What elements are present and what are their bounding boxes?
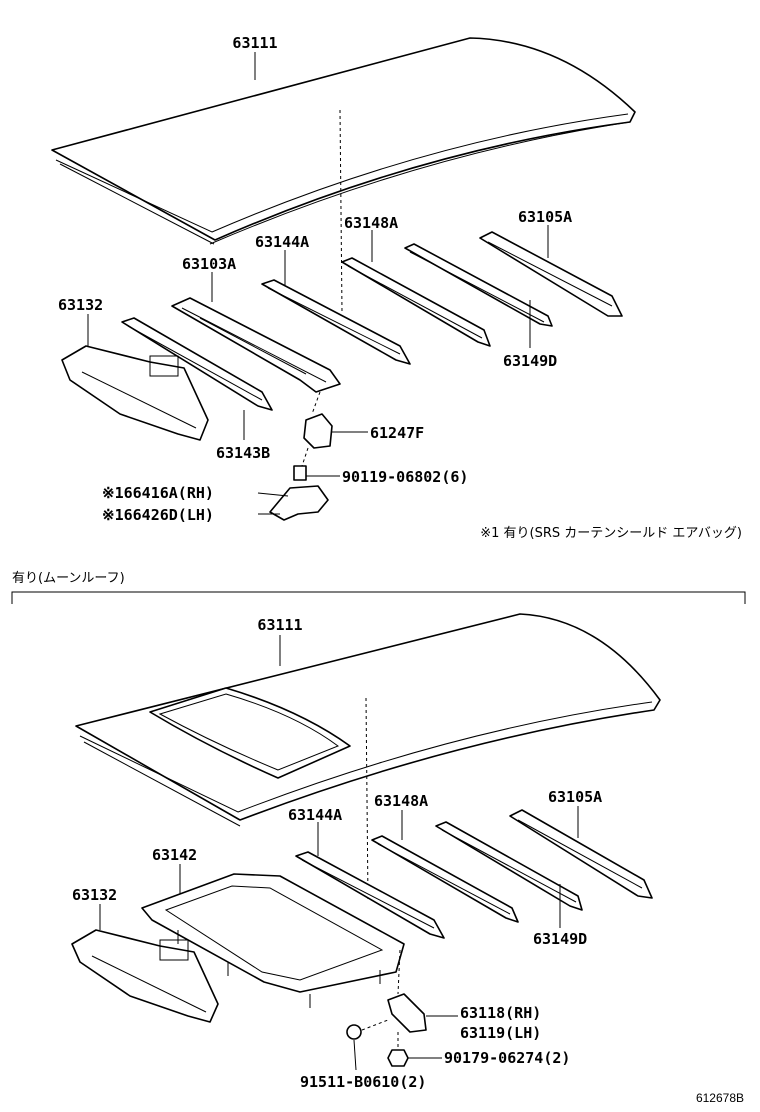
label-63118-lower: 63118(RH) <box>460 1004 541 1022</box>
label-63111-lower: 63111 <box>257 616 302 634</box>
section-title: 有り(ムーンルーフ) <box>12 571 125 586</box>
upper-bow-63149d <box>404 243 553 348</box>
label-63149d-upper: 63149D <box>503 352 557 370</box>
lower-roof-panel <box>75 613 661 827</box>
lower-diagram: 63111 63105A 63148A 63144A 63142 63132 6… <box>71 613 661 1091</box>
upper-roof-panel <box>51 37 636 245</box>
label-63103a-upper: 63103A <box>182 255 236 273</box>
upper-header-63103a <box>171 272 341 393</box>
upper-bow-63148a <box>341 230 491 347</box>
label-bracket-lh-upper: ※166426D(LH) <box>102 506 214 524</box>
label-63119-lower: 63119(LH) <box>460 1024 541 1042</box>
label-63105a-upper: 63105A <box>518 208 572 226</box>
upper-airbag-bracket <box>257 485 329 521</box>
lower-bracket-63132 <box>71 904 219 1023</box>
diagram-reference-number: 612678B <box>696 1091 744 1105</box>
footnote-airbag: ※1 有り(SRS カーテンシールド エアバッグ) <box>480 526 742 541</box>
label-bracket-rh-upper: ※166416A(RH) <box>102 484 214 502</box>
upper-bracket-63132 <box>61 314 209 441</box>
lower-bow-63149d <box>435 821 583 928</box>
label-63132-upper: 63132 <box>58 296 103 314</box>
lower-bow-63144a <box>295 822 445 939</box>
upper-bow-63105a <box>479 225 623 317</box>
label-screw-lower: 91511-B0610(2) <box>300 1073 426 1091</box>
label-63143b-upper: 63143B <box>216 444 270 462</box>
upper-diagram: 63111 63105A 63148A 63144A 63103A 63132 … <box>51 34 742 541</box>
label-63111-upper: 63111 <box>232 34 277 52</box>
label-63148a-upper: 63148A <box>344 214 398 232</box>
lower-screw <box>346 1019 389 1071</box>
lower-frame-63142 <box>141 864 405 1008</box>
label-nut-lower: 90179-06274(2) <box>444 1049 570 1067</box>
lower-bracket-63118 <box>387 993 458 1033</box>
label-63105a-lower: 63105A <box>548 788 602 806</box>
lower-nut <box>387 1049 442 1067</box>
section-moonroof-header: 有り(ムーンルーフ) <box>11 571 746 604</box>
label-63149d-lower: 63149D <box>533 930 587 948</box>
label-63142-lower: 63142 <box>152 846 197 864</box>
label-63144a-upper: 63144A <box>255 233 309 251</box>
upper-bolt <box>293 465 340 481</box>
upper-bow-63144a <box>261 250 411 365</box>
label-bolt-upper: 90119-06802(6) <box>342 468 468 486</box>
lower-bow-63148a <box>371 810 519 923</box>
label-63148a-lower: 63148A <box>374 792 428 810</box>
upper-bow-63143b <box>121 317 273 440</box>
label-63132-lower: 63132 <box>72 886 117 904</box>
lower-bow-63105a <box>509 806 653 899</box>
label-63144a-lower: 63144A <box>288 806 342 824</box>
upper-clip-61247f <box>303 413 368 449</box>
label-61247f-upper: 61247F <box>370 424 424 442</box>
